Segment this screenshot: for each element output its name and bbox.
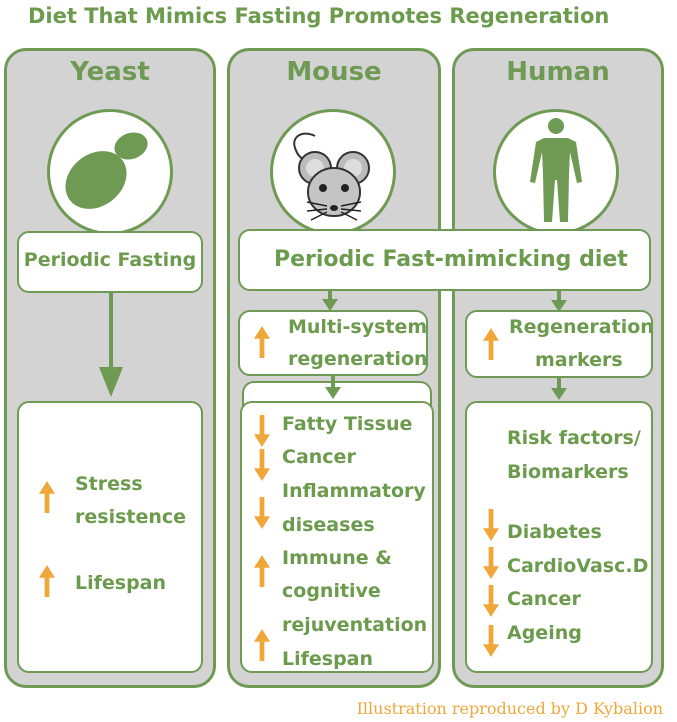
down-arrow-icon [254, 415, 270, 447]
mouse-outcome-box: Fatty Tissue Cancer Inflammatory disease… [240, 401, 434, 673]
human-silhouette-icon [496, 112, 616, 232]
human-title: Human [455, 57, 661, 87]
outcome-immune: Immune & [282, 547, 392, 569]
regeneration-mouse-label: regeneration [288, 348, 428, 370]
mouse-regen-box-top: Multi-system regeneration [238, 310, 428, 376]
outcome-fatty-tissue: Fatty Tissue [282, 413, 412, 435]
mouse-flow-arrow-2 [325, 375, 341, 399]
down-arrow-icon [254, 495, 270, 531]
outcome-diseases: diseases [282, 514, 375, 536]
human-outcome-box: Risk factors/ Biomarkers Diabetes Cardio… [465, 401, 653, 673]
down-arrow-icon [483, 547, 499, 579]
outcome-diabetes: Diabetes [507, 521, 602, 543]
human-panel: Human Regeneration markers Risk factors/… [452, 48, 664, 688]
human-regen-box: Regeneration markers [465, 310, 653, 378]
fast-mimicking-diet-label: Periodic Fast-mimicking diet [274, 247, 628, 272]
illustration-credit: Illustration reproduced by D Kybalion [357, 699, 663, 718]
down-arrow-icon [483, 585, 499, 617]
yeast-flow-arrow [99, 293, 123, 399]
outcome-cancer: Cancer [282, 446, 356, 468]
outcome-cardiovasc: CardioVasc.D [507, 555, 648, 577]
up-arrow-icon [254, 553, 270, 589]
human-circle [493, 109, 619, 235]
human-flow-arrow-1 [551, 290, 567, 312]
outcome-cancer-human: Cancer [507, 588, 581, 610]
periodic-fasting-box: Periodic Fasting [17, 231, 203, 293]
yeast-panel: Yeast Periodic Fasting Stress resistence… [4, 48, 216, 688]
outcome-stress: Stress [75, 473, 143, 495]
biomarkers-label: Biomarkers [507, 461, 629, 483]
risk-factors-label: Risk factors/ [507, 427, 641, 449]
outcome-lifespan-mouse: Lifespan [282, 648, 373, 670]
diagram-title: Diet That Mimics Fasting Promotes Regene… [28, 4, 609, 28]
outcome-rejuventation: rejuventation [282, 614, 427, 636]
outcome-lifespan: Lifespan [75, 572, 166, 594]
mouse-title: Mouse [230, 57, 438, 87]
up-arrow-icon [39, 563, 55, 599]
yeast-outcome-box: Stress resistence Lifespan [17, 401, 203, 673]
human-flow-arrow-2 [551, 378, 567, 400]
yeast-cell-icon [50, 112, 170, 232]
fast-mimicking-diet-box: Periodic Fast-mimicking diet [238, 229, 651, 291]
outcome-inflammatory: Inflammatory [282, 480, 426, 502]
mouse-circle [270, 109, 396, 235]
down-arrow-icon [483, 507, 499, 543]
up-arrow-icon [254, 322, 270, 362]
outcome-ageing: Ageing [507, 622, 582, 644]
multi-system-label: Multi-system [288, 316, 427, 338]
regeneration-label: Regeneration [509, 316, 654, 338]
up-arrow-icon [39, 479, 55, 515]
yeast-circle [47, 109, 173, 235]
mouse-icon [273, 112, 393, 232]
up-arrow-icon [254, 627, 270, 663]
down-arrow-icon [254, 449, 270, 481]
yeast-title: Yeast [7, 57, 213, 87]
mouse-flow-arrow-1 [322, 291, 338, 311]
periodic-fasting-label: Periodic Fasting [19, 249, 201, 271]
markers-label: markers [535, 349, 623, 371]
up-arrow-icon [483, 324, 499, 364]
down-arrow-icon [483, 623, 499, 659]
outcome-cognitive: cognitive [282, 580, 381, 602]
outcome-resistence: resistence [75, 506, 186, 528]
